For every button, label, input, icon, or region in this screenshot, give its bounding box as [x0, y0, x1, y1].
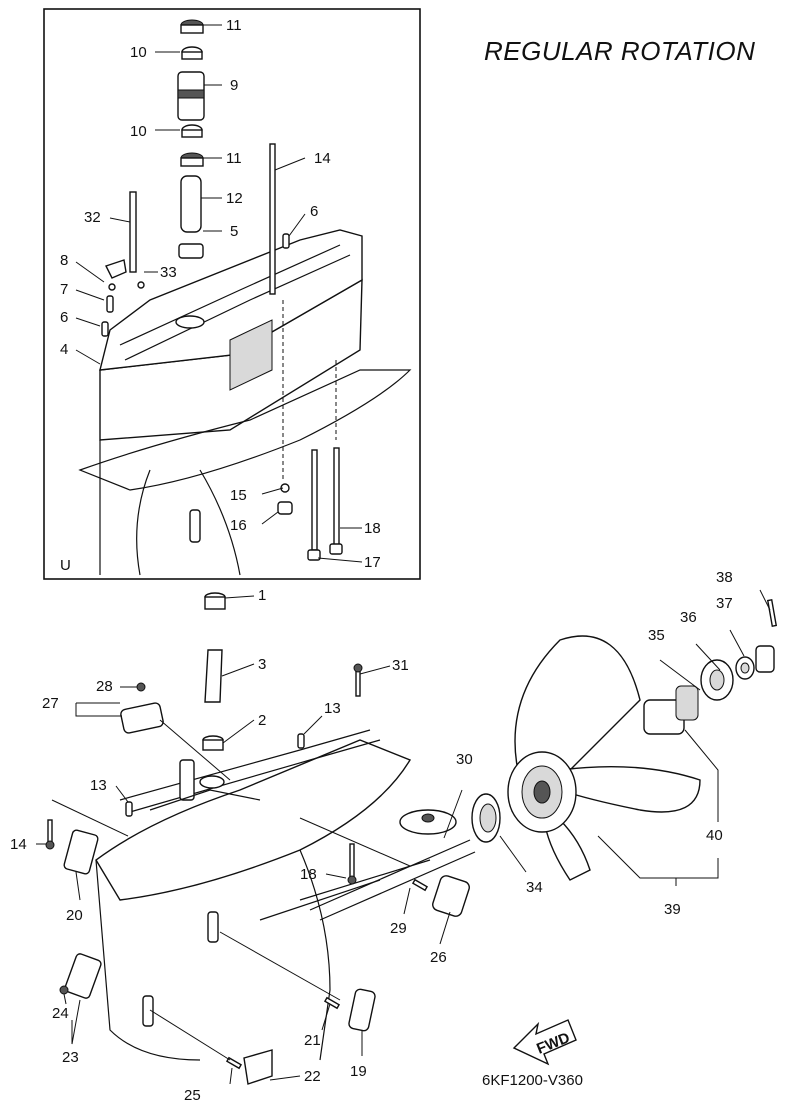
inset-parts	[101, 19, 343, 561]
callout-32: 32	[84, 209, 101, 226]
callout-15: 15	[230, 487, 247, 504]
callout-22: 22	[304, 1068, 321, 1085]
callout-14: 14	[314, 150, 331, 167]
callout-11: 11	[226, 17, 242, 34]
callout-33: 33	[160, 264, 177, 281]
callout-39: 39	[664, 901, 681, 918]
diagram-code: 6KF1200-V360	[482, 1072, 583, 1089]
callout-9: 9	[230, 77, 238, 94]
callout-40: 40	[706, 827, 723, 844]
callout-34: 34	[526, 879, 543, 896]
propeller	[507, 599, 778, 881]
callout-31: 31	[392, 657, 409, 674]
main-parts	[45, 592, 501, 1085]
lower-casing	[95, 729, 431, 1061]
callout-23: 23	[62, 1049, 79, 1066]
callout-10: 10	[130, 123, 147, 140]
callout-29: 29	[390, 920, 407, 937]
callout-27: 27	[42, 695, 59, 712]
callout-2: 2	[258, 712, 266, 729]
callout-24: 24	[52, 1005, 69, 1022]
callout-6: 6	[60, 309, 68, 326]
inset-leaders	[75, 24, 363, 563]
callout-7: 7	[60, 281, 68, 298]
callout-37: 37	[716, 595, 733, 612]
diagram-title: REGULAR ROTATION	[484, 36, 756, 66]
callout-35: 35	[648, 627, 665, 644]
callout-20: 20	[66, 907, 83, 924]
callout-13: 13	[90, 777, 107, 794]
fwd-arrow: FWD	[512, 1019, 577, 1066]
callout-26: 26	[430, 949, 447, 966]
callout-30: 30	[456, 751, 473, 768]
callout-10: 10	[130, 44, 147, 61]
callout-19: 19	[350, 1063, 367, 1080]
callout-1: 1	[258, 587, 266, 604]
callout-16: 16	[230, 517, 247, 534]
callout-17: 17	[364, 554, 381, 571]
callout-5: 5	[230, 223, 238, 240]
callout-12: 12	[226, 190, 243, 207]
callout-18: 18	[300, 866, 317, 883]
callout-3: 3	[258, 656, 266, 673]
inset-frame	[43, 8, 421, 580]
callout-36: 36	[680, 609, 697, 626]
callout-21: 21	[304, 1032, 321, 1049]
upper-casing	[78, 229, 412, 576]
callout-13: 13	[324, 700, 341, 717]
inset-marker: U	[60, 557, 71, 574]
callout-28: 28	[96, 678, 113, 695]
callout-4: 4	[60, 341, 68, 358]
callout-11: 11	[226, 150, 242, 167]
callout-14: 14	[10, 836, 27, 853]
main-leaders	[36, 589, 771, 1085]
callout-18: 18	[364, 520, 381, 537]
callout-38: 38	[716, 569, 733, 586]
callout-6: 6	[310, 203, 318, 220]
callout-25: 25	[184, 1087, 201, 1104]
callout-8: 8	[60, 252, 68, 269]
